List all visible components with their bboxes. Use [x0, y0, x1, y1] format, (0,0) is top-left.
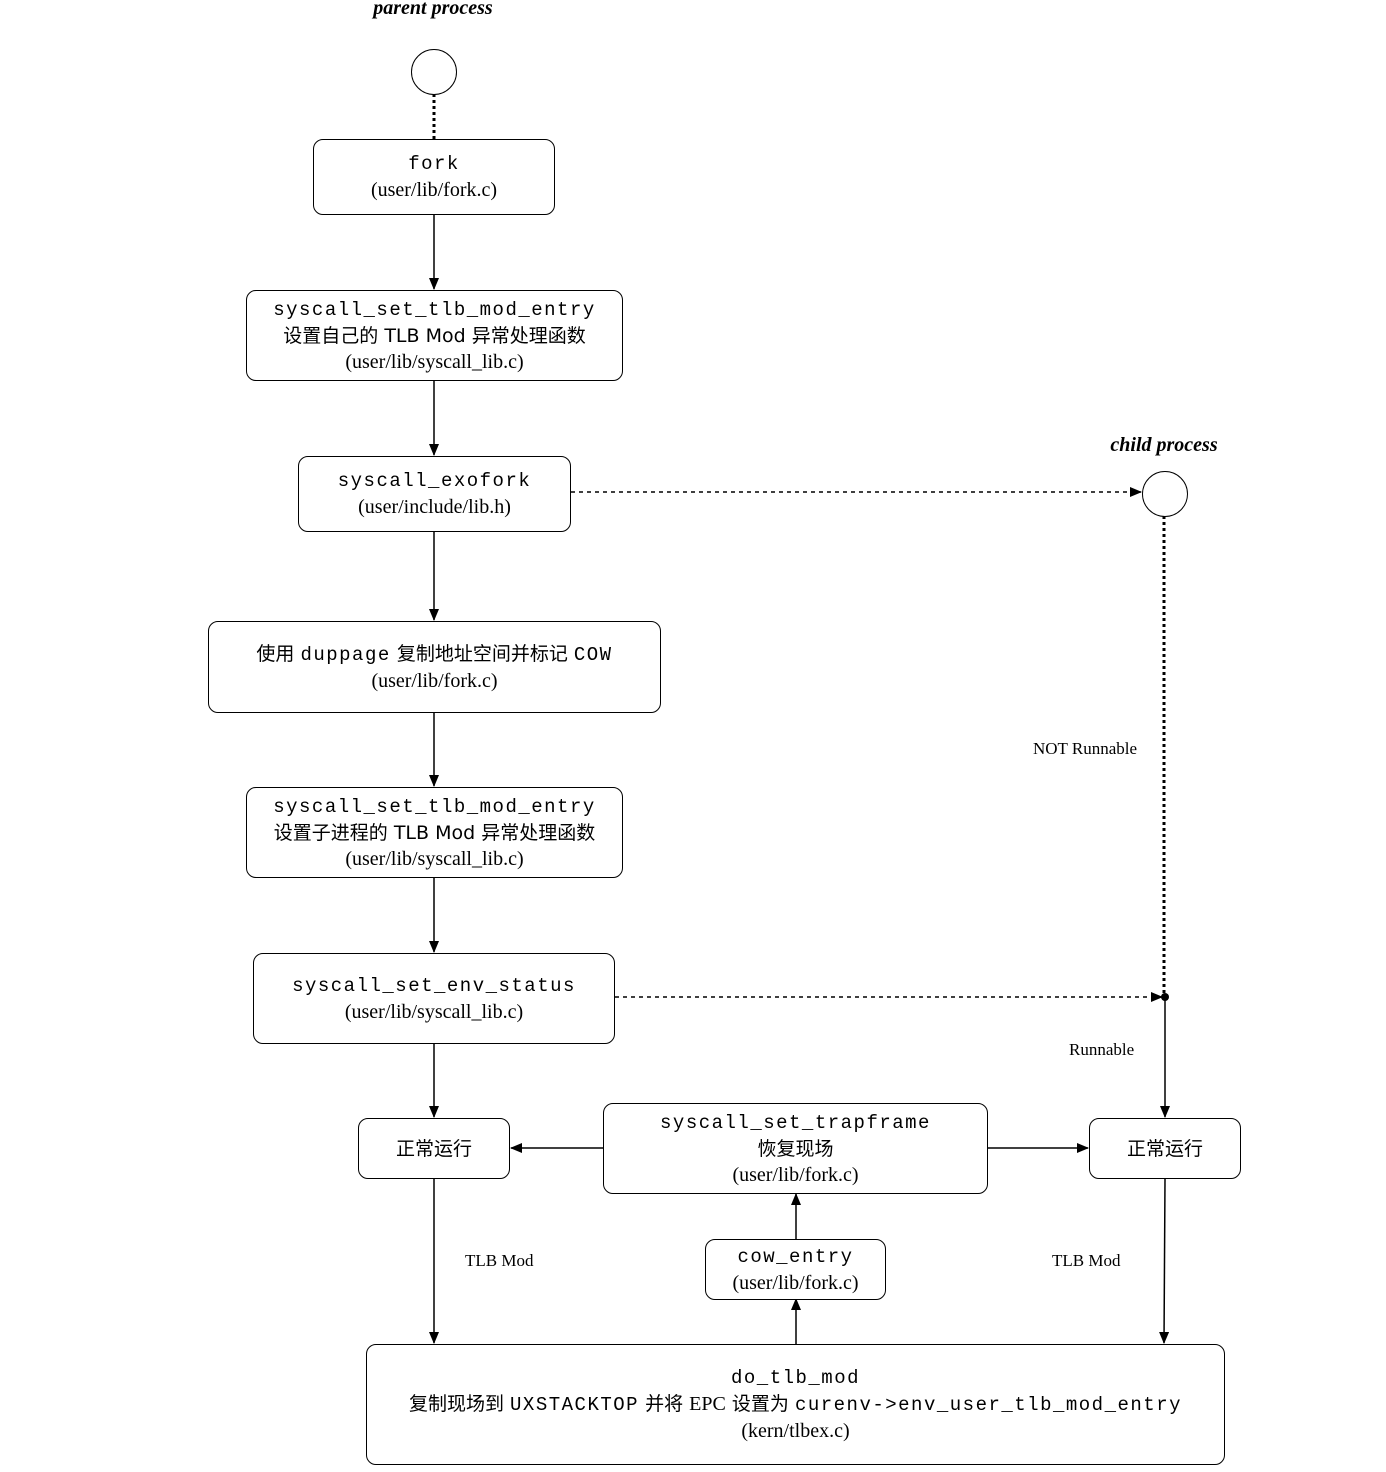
set-tlb-self-code: syscall_set_tlb_mod_entry	[273, 298, 596, 321]
set-tlb-child-desc: 设置子进程的 TLB Mod 异常处理函数	[273, 821, 596, 844]
trapframe-code: syscall_set_trapframe	[660, 1111, 931, 1134]
set-tlb-self-desc: 设置自己的 TLB Mod 异常处理函数	[283, 324, 586, 347]
set-tlb-child-path: (user/lib/syscall_lib.c)	[345, 847, 524, 870]
duppage-desc-cow: COW	[573, 643, 613, 666]
parent-start-node	[411, 49, 457, 95]
exofork-path: (user/include/lib.h)	[358, 496, 511, 518]
do-tlb-mod-code: do_tlb_mod	[730, 1367, 861, 1389]
do-tlb-mod-box: do_tlb_mod 复制现场到 UXSTACKTOP 并将 EPC 设置为 c…	[366, 1344, 1225, 1465]
set-tlb-child-box: syscall_set_tlb_mod_entry 设置子进程的 TLB Mod…	[246, 787, 623, 878]
set-status-code: syscall_set_env_status	[292, 974, 576, 997]
set-status-box: syscall_set_env_status (user/lib/syscall…	[253, 953, 615, 1044]
duppage-desc-mid: 复制地址空间并标记	[390, 642, 574, 665]
do-tlb-mod-desc-mid2: 设置为	[725, 1393, 795, 1415]
run-child-box: 正常运行	[1089, 1118, 1241, 1179]
duppage-desc-code: duppage	[300, 643, 391, 666]
run-parent-box: 正常运行	[358, 1118, 510, 1179]
parent-process-title: parent process	[373, 0, 493, 19]
do-tlb-mod-desc-mid: 并将	[639, 1393, 690, 1415]
do-tlb-mod-desc-uxstacktop: UXSTACKTOP	[510, 1394, 640, 1416]
junction-dot	[1161, 993, 1169, 1001]
duppage-desc: 使用 duppage 复制地址空间并标记 COW	[256, 641, 612, 668]
duppage-desc-pre: 使用	[256, 642, 301, 665]
run-parent-text: 正常运行	[395, 1137, 472, 1160]
fork-path: (user/lib/fork.c)	[370, 179, 498, 201]
set-tlb-self-path: (user/lib/syscall_lib.c)	[345, 350, 524, 373]
do-tlb-mod-desc-entry: curenv->env_user_tlb_mod_entry	[794, 1394, 1182, 1416]
fork-code: fork	[408, 153, 460, 175]
set-tlb-child-code: syscall_set_tlb_mod_entry	[273, 795, 596, 818]
fork-box: fork (user/lib/fork.c)	[313, 139, 555, 215]
set-status-path: (user/lib/syscall_lib.c)	[344, 1000, 524, 1023]
duppage-box: 使用 duppage 复制地址空间并标记 COW (user/lib/fork.…	[208, 621, 661, 713]
trapframe-path: (user/lib/fork.c)	[732, 1163, 859, 1186]
exofork-box: syscall_exofork (user/include/lib.h)	[298, 456, 571, 532]
do-tlb-mod-desc-pre: 复制现场到	[408, 1393, 511, 1415]
tlb-mod-right-label: TLB Mod	[1052, 1251, 1121, 1270]
runnable-label: Runnable	[1069, 1040, 1135, 1059]
set-tlb-self-box: syscall_set_tlb_mod_entry 设置自己的 TLB Mod …	[246, 290, 623, 381]
arrow-run-child-to-do-tlb-mod	[1159, 1178, 1170, 1344]
not-runnable-label: NOT Runnable	[1033, 739, 1138, 758]
do-tlb-mod-path: (kern/tlbex.c)	[741, 1420, 850, 1442]
trapframe-box: syscall_set_trapframe 恢复现场 (user/lib/for…	[603, 1103, 988, 1194]
do-tlb-mod-desc-epc: EPC	[689, 1393, 726, 1415]
cow-entry-path: (user/lib/fork.c)	[732, 1271, 859, 1294]
child-process-title: child process	[1110, 434, 1218, 456]
run-child-text: 正常运行	[1126, 1137, 1203, 1160]
trapframe-desc: 恢复现场	[757, 1137, 834, 1160]
do-tlb-mod-desc: 复制现场到 UXSTACKTOP 并将 EPC 设置为 curenv->env_…	[409, 1391, 1182, 1418]
exofork-code: syscall_exofork	[337, 470, 532, 492]
cow-entry-box: cow_entry (user/lib/fork.c)	[705, 1239, 886, 1300]
cow-entry-code: cow_entry	[737, 1245, 854, 1268]
child-start-node	[1142, 471, 1188, 517]
duppage-path: (user/lib/fork.c)	[371, 669, 498, 692]
tlb-mod-left-label: TLB Mod	[465, 1251, 534, 1270]
